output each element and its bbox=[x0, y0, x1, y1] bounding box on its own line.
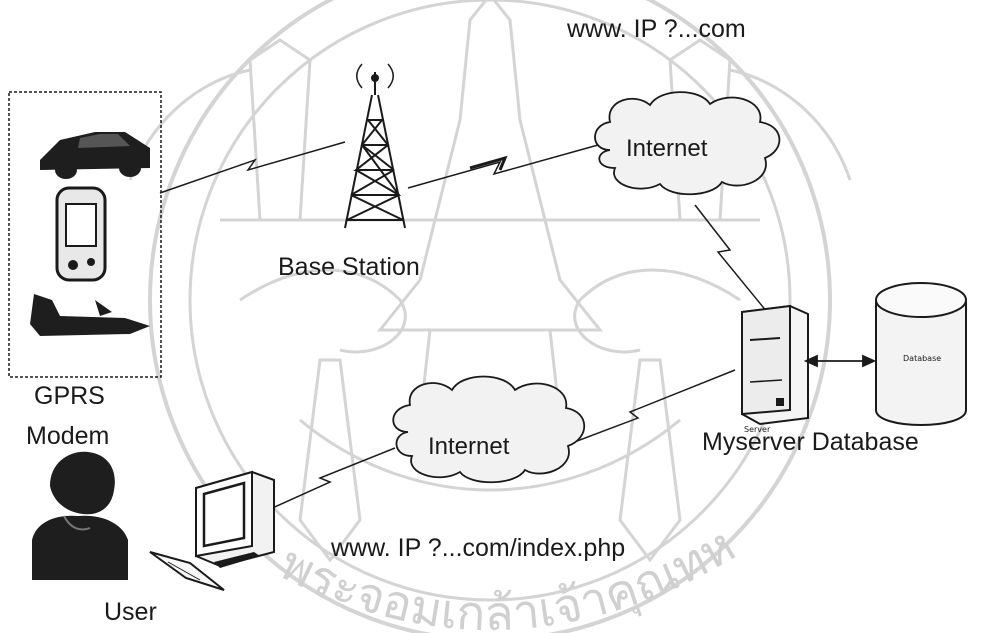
airplane-icon bbox=[30, 294, 150, 336]
cloud-top-label: Internet bbox=[626, 135, 708, 162]
server-caption: Server bbox=[744, 425, 771, 434]
myserver-database-label: Myserver Database bbox=[702, 428, 919, 456]
pda-icon bbox=[55, 186, 107, 282]
base-station-label: Base Station bbox=[278, 253, 420, 281]
cloud-icon-top bbox=[594, 91, 781, 196]
server-database-arrow bbox=[803, 354, 877, 368]
server-icon bbox=[741, 304, 809, 426]
monitor-icon bbox=[195, 470, 275, 568]
link-internet-pc bbox=[267, 447, 396, 511]
url-bottom-label: www. IP ?...com/index.php bbox=[331, 534, 626, 562]
car-icon bbox=[40, 132, 150, 179]
keyboard-icon bbox=[149, 551, 225, 591]
link-tower-internet bbox=[407, 144, 599, 189]
tower-icon bbox=[344, 63, 406, 229]
url-top-label: www. IP ?...com bbox=[567, 15, 746, 43]
gprs-label-line1: GPRS bbox=[34, 382, 105, 410]
cloud-icon-bottom bbox=[392, 375, 586, 484]
link-internet-server bbox=[694, 204, 773, 319]
link-gprs-tower bbox=[159, 141, 346, 194]
database-icon bbox=[875, 282, 967, 426]
user-label: User bbox=[104, 598, 157, 626]
gprs-label-line2: Modem bbox=[26, 422, 110, 450]
database-caption: Database bbox=[903, 354, 941, 363]
gprs-device-box bbox=[8, 91, 162, 378]
user-icon bbox=[32, 451, 128, 580]
link-server-internet-bottom bbox=[547, 369, 736, 453]
cloud-bottom-label: Internet bbox=[428, 433, 510, 460]
